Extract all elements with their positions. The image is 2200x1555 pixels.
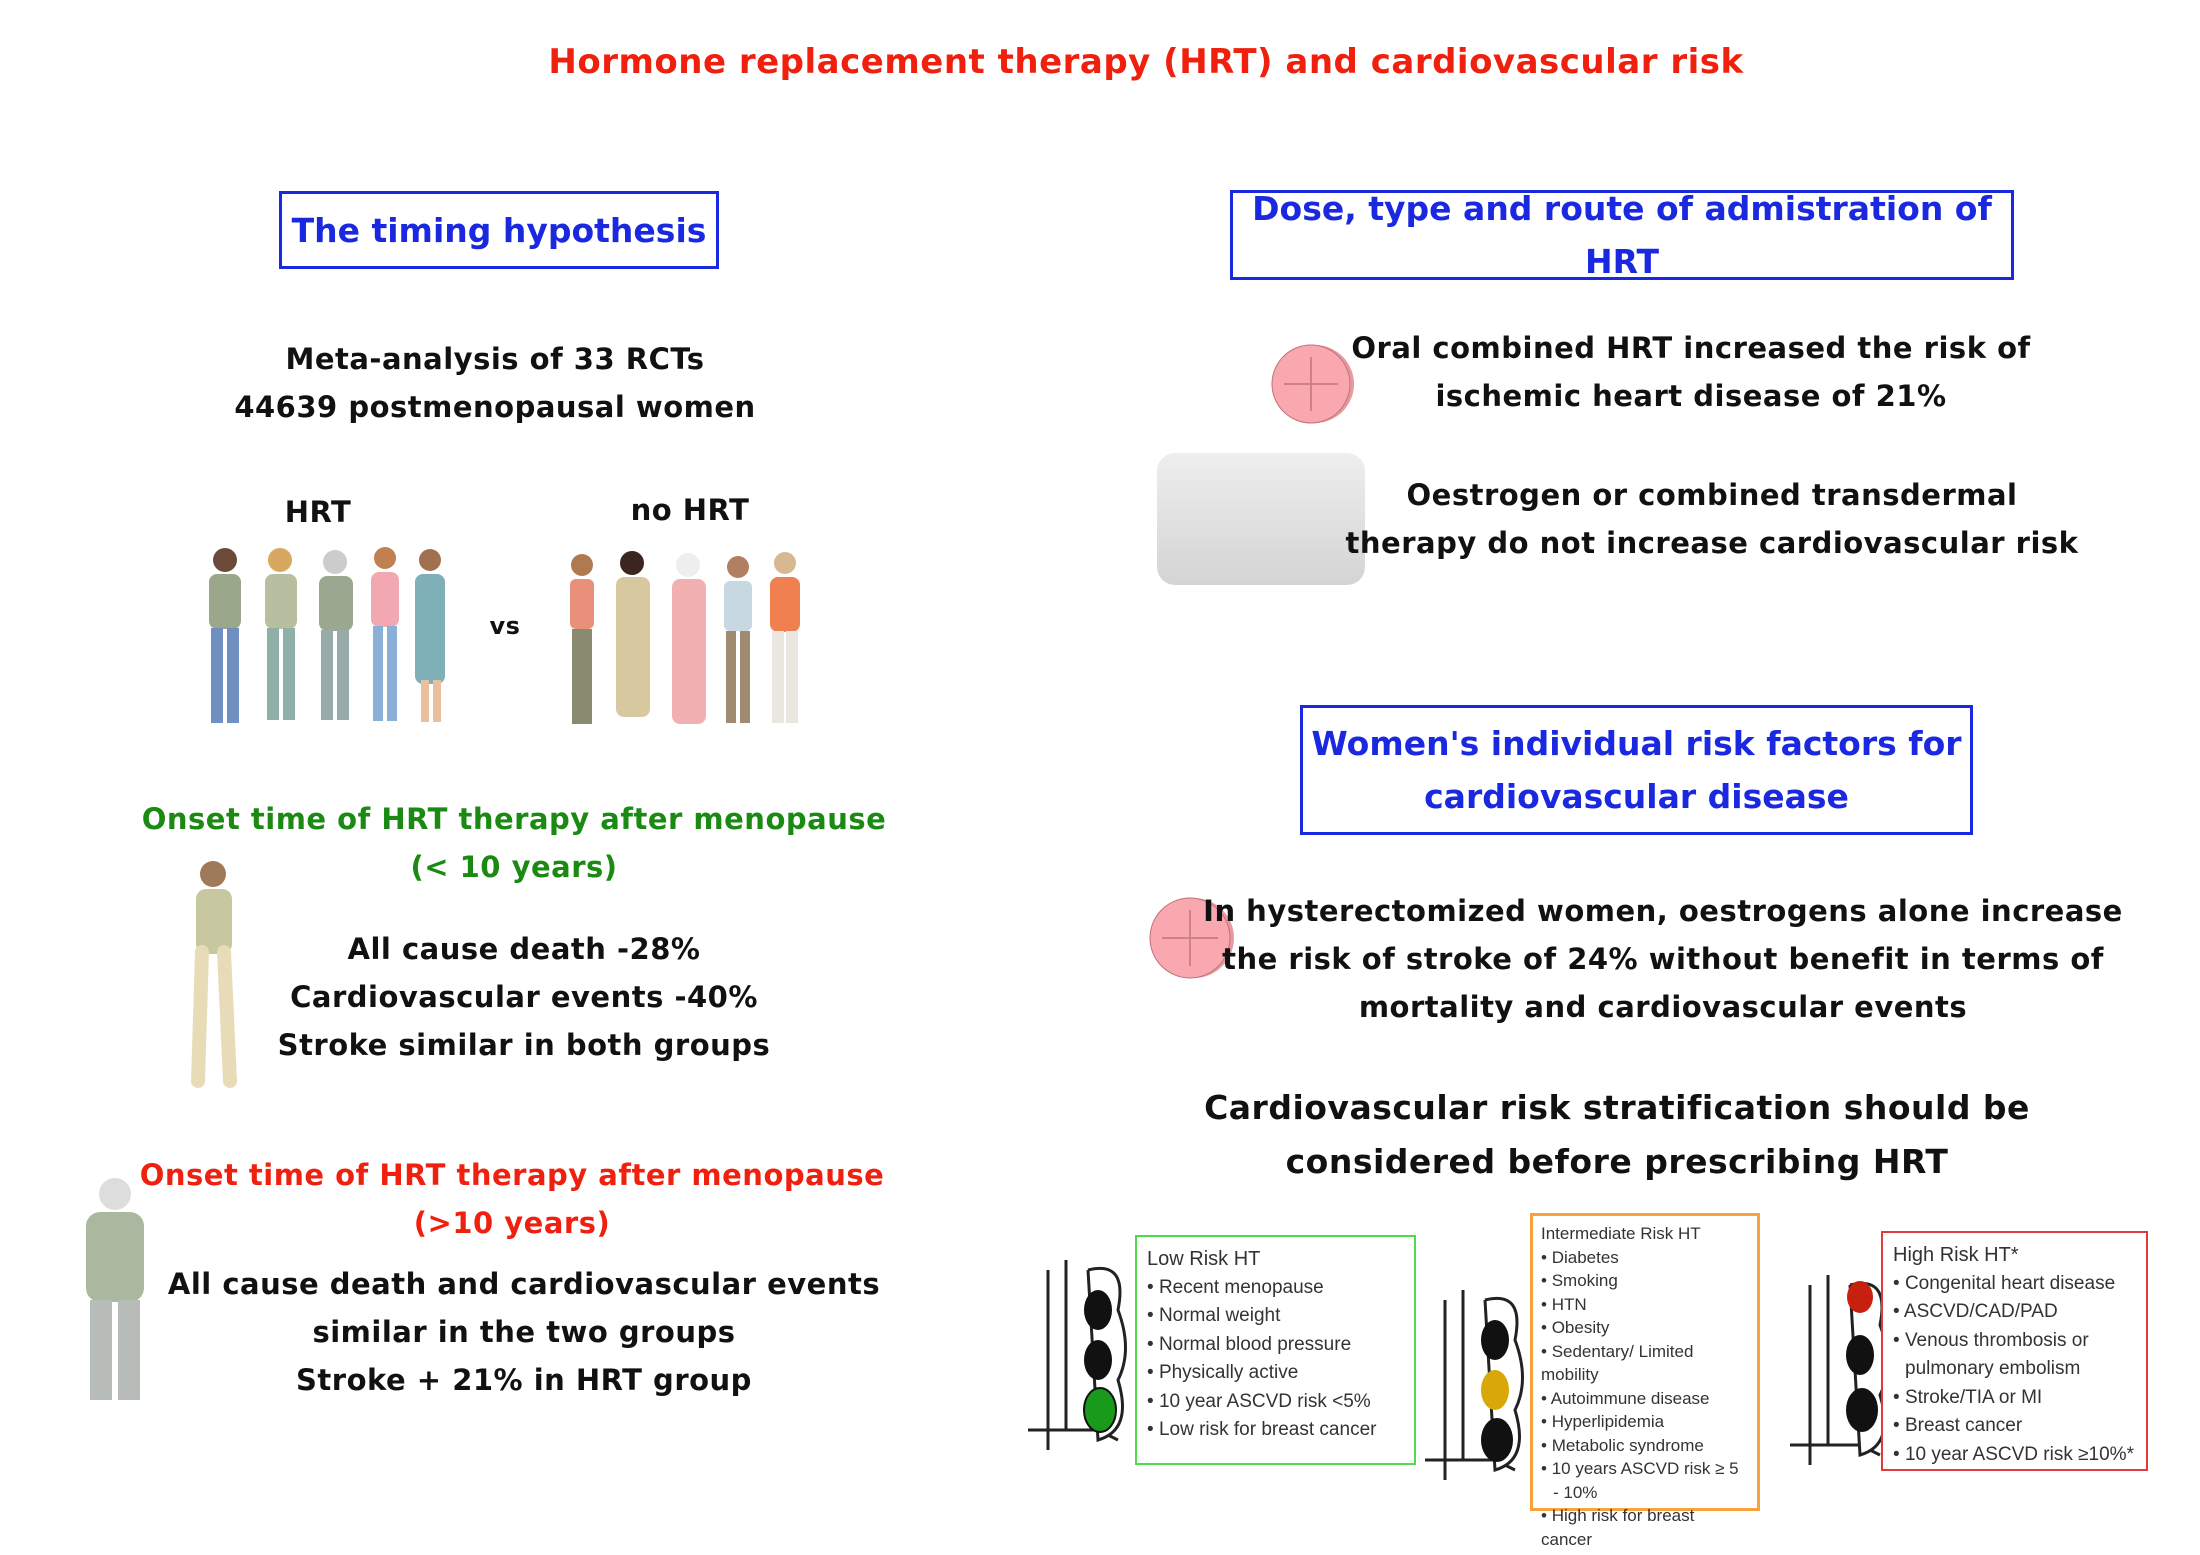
- group-no-hrt-label: no HRT: [630, 493, 750, 527]
- risk-item: Congenital heart disease: [1893, 1270, 2136, 1299]
- hysterectomy-line-3: mortality and cardiovascular events: [1358, 990, 1968, 1024]
- risk-item: HTN: [1541, 1293, 1749, 1317]
- meta-line-1: Meta-analysis of 33 RCTs: [285, 342, 705, 376]
- low-risk-title: Low Risk HT: [1147, 1248, 1261, 1270]
- risk-item: 10 years ASCVD risk ≥ 5 - 10%: [1541, 1457, 1749, 1504]
- oral-line-1: Oral combined HRT increased the risk of: [1351, 331, 2031, 365]
- vs-label: vs: [489, 612, 521, 640]
- oral-line-2: ischemic heart disease of 21%: [1435, 379, 1947, 413]
- risk-item: Recent menopause: [1147, 1274, 1404, 1303]
- hysterectomy-line-2: the risk of stroke of 24% without benefi…: [1222, 942, 2104, 976]
- early-result-2: Cardiovascular events -40%: [290, 980, 758, 1014]
- risk-item: 10 year ASCVD risk <5%: [1147, 1388, 1404, 1417]
- transdermal-patch-icon: [1157, 453, 1365, 585]
- risk-item: Diabetes: [1541, 1246, 1749, 1270]
- risk-item: High risk for breast cancer: [1541, 1504, 1749, 1551]
- risk-item: Breast cancer: [1893, 1412, 2136, 1441]
- meta-line-2: 44639 postmenopausal women: [234, 390, 756, 424]
- risk-item: Normal weight: [1147, 1302, 1404, 1331]
- traffic-light-yellow-icon: [1425, 1290, 1524, 1480]
- transdermal-line-2: therapy do not increase cardiovascular r…: [1345, 526, 2079, 560]
- elderly-woman-illustration: [86, 1178, 144, 1400]
- page-title: Hormone replacement therapy (HRT) and ca…: [548, 42, 1744, 82]
- traffic-light-green-icon: [1028, 1260, 1127, 1450]
- late-result-1: All cause death and cardiovascular event…: [167, 1267, 881, 1301]
- young-woman-illustration: [191, 861, 237, 1088]
- risk-item: Obesity: [1541, 1316, 1749, 1340]
- heading-text: The timing hypothesis: [291, 210, 707, 250]
- risk-item: Low risk for breast cancer: [1147, 1416, 1404, 1445]
- intermediate-risk-box: Intermediate Risk HT Diabetes Smoking HT…: [1530, 1213, 1760, 1549]
- stratification-line-2: considered before prescribing HRT: [1285, 1142, 1949, 1181]
- risk-item: Metabolic syndrome: [1541, 1434, 1749, 1458]
- risk-item: ASCVD/CAD/PAD: [1893, 1298, 2136, 1327]
- no-hrt-women-illustration: [570, 551, 800, 724]
- dose-route-heading: Dose, type and route of admistration of …: [1230, 189, 2014, 281]
- hrt-women-illustration: [209, 547, 445, 723]
- early-onset-heading-1: Onset time of HRT therapy after menopaus…: [141, 802, 887, 836]
- risk-item: Autoimmune disease: [1541, 1387, 1749, 1411]
- risk-item: Normal blood pressure: [1147, 1331, 1404, 1360]
- high-risk-title: High Risk HT*: [1893, 1244, 2019, 1266]
- heading-line-1: Women's individual risk factors for: [1311, 724, 1962, 763]
- risk-item: Smoking: [1541, 1269, 1749, 1293]
- timing-hypothesis-heading: The timing hypothesis: [279, 191, 719, 269]
- transdermal-line-1: Oestrogen or combined transdermal: [1406, 478, 2018, 512]
- early-result-3: Stroke similar in both groups: [277, 1028, 771, 1062]
- early-result-1: All cause death -28%: [347, 932, 701, 966]
- low-risk-box: Low Risk HT Recent menopause Normal weig…: [1135, 1235, 1416, 1465]
- heading-line-2: cardiovascular disease: [1424, 777, 1849, 816]
- hysterectomy-line-1: In hysterectomized women, oestrogens alo…: [1203, 894, 2123, 928]
- early-onset-heading-2: (< 10 years): [410, 850, 618, 884]
- late-result-2: similar in the two groups: [312, 1315, 736, 1349]
- risk-item: Venous thrombosis or pulmonary embolism: [1893, 1327, 2136, 1384]
- late-result-3: Stroke + 21% in HRT group: [296, 1363, 752, 1397]
- risk-item: Stroke/TIA or MI: [1893, 1384, 2136, 1413]
- risk-item: Sedentary/ Limited mobility: [1541, 1340, 1749, 1387]
- heading-text: Dose, type and route of admistration of …: [1252, 189, 1992, 281]
- estrogen-pill-icon: [1149, 897, 1234, 979]
- stratification-line-1: Cardiovascular risk stratification shoul…: [1204, 1088, 2030, 1127]
- risk-factors-heading: Women's individual risk factors for card…: [1300, 705, 1973, 835]
- risk-item: Hyperlipidemia: [1541, 1410, 1749, 1434]
- risk-item: Physically active: [1147, 1359, 1404, 1388]
- oral-pill-icon: [1271, 344, 1354, 424]
- risk-item: 10 year ASCVD risk ≥10%*: [1893, 1441, 2136, 1470]
- intermediate-risk-title: Intermediate Risk HT: [1541, 1224, 1701, 1243]
- late-onset-heading-1: Onset time of HRT therapy after menopaus…: [139, 1158, 885, 1192]
- late-onset-heading-2: (>10 years): [413, 1206, 611, 1240]
- high-risk-box: High Risk HT* Congenital heart disease A…: [1881, 1231, 2148, 1471]
- group-hrt-label: HRT: [284, 495, 352, 529]
